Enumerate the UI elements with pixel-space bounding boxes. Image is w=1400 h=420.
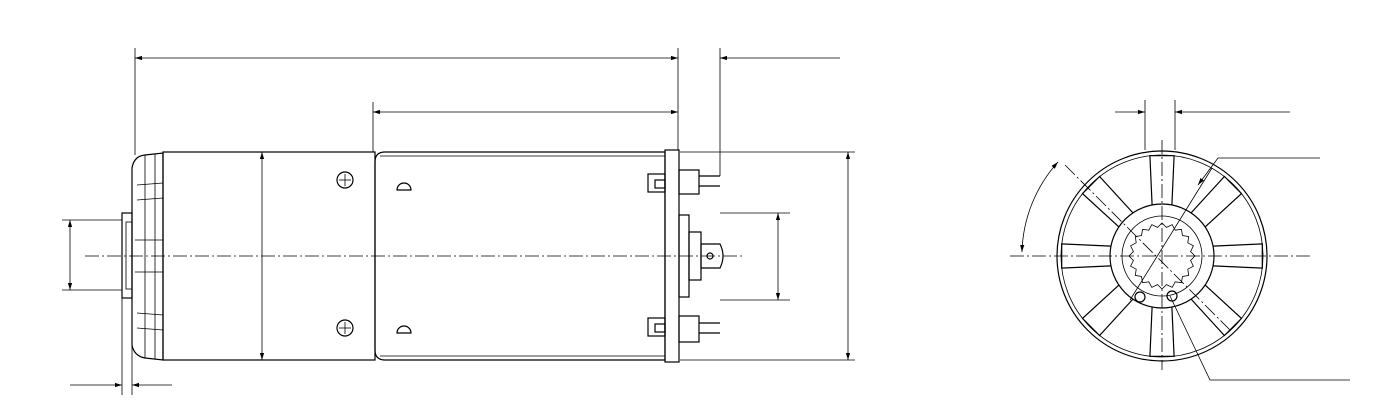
screw-icon (336, 171, 354, 189)
gear-lug (1081, 284, 1134, 337)
shaft-boss-inner (125, 221, 133, 290)
terminal-top (647, 169, 720, 195)
screw-hole (1134, 291, 1146, 303)
gear-lug (1190, 175, 1243, 228)
vent-icon (396, 182, 412, 191)
gear-lug (1149, 155, 1175, 206)
dim-angle (1020, 161, 1059, 253)
vent-icon (396, 325, 412, 334)
shaft-boss (121, 212, 133, 299)
gear-lug (1190, 284, 1243, 337)
side-dimensions (62, 48, 855, 395)
end-view (1010, 140, 1310, 370)
gear-head-ribs (135, 154, 164, 359)
diameter-line (1129, 167, 1213, 301)
terminal-bottom (647, 315, 720, 343)
gear-lug (1081, 175, 1134, 228)
leader-line (1169, 295, 1350, 381)
end-dimensions (1020, 100, 1350, 381)
leader-line (1197, 157, 1320, 186)
screw-icon (336, 319, 354, 337)
side-view (85, 149, 745, 363)
rear-housing (374, 151, 666, 361)
centerline-diag (1064, 164, 1231, 331)
